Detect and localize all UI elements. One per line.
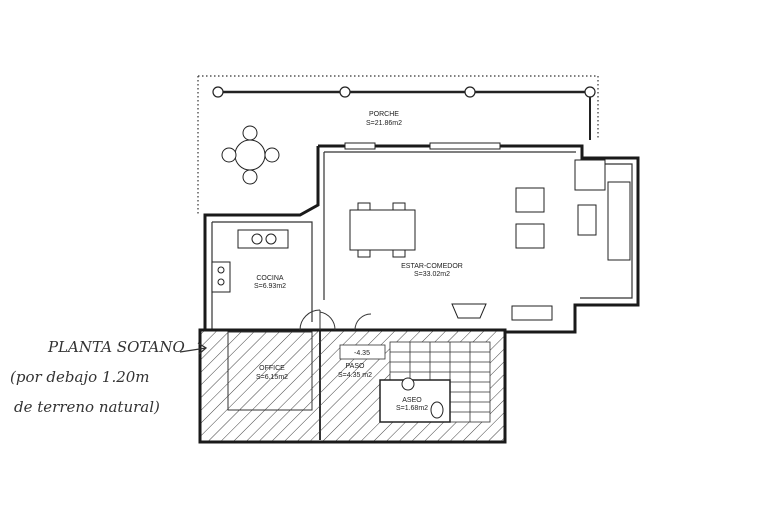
toilet-icon (430, 401, 444, 419)
room-cocina-area: S=6.93m2 (254, 283, 286, 290)
arrow-icon (179, 342, 208, 355)
room-cocina-name: COCINA (256, 275, 284, 282)
room-office-name: OFFICE (259, 365, 285, 372)
porch-table-icon (221, 125, 280, 185)
room-paso-name: PASO (346, 363, 365, 370)
walls (203, 144, 640, 334)
basement-zone (198, 328, 507, 444)
room-porche-name: PORCHE (369, 111, 399, 118)
room-porche-area: S=21.86m2 (366, 120, 402, 127)
annotation-line3: de terreno natural) (14, 398, 160, 416)
kitchen-counter (211, 229, 289, 293)
window-marks (344, 142, 501, 150)
annotation-line1: PLANTA SOTANO (47, 338, 185, 356)
sink-icon (401, 377, 415, 391)
porch-outline (197, 75, 599, 215)
level-mark: -4.35 (354, 350, 370, 357)
room-office-area: S=6.15m2 (256, 374, 288, 381)
sofa-icon (515, 159, 631, 261)
porch-rail (212, 86, 596, 140)
dining-table-icon (349, 202, 416, 258)
fireplace-icon (451, 303, 553, 321)
annotation-line2: (por debajo 1.20m (10, 368, 150, 386)
room-estar-name: ESTAR-COMEDOR (401, 263, 463, 270)
room-paso-area: S=4.35 m2 (338, 372, 372, 379)
room-estar-area: S=33.02m2 (414, 271, 450, 278)
room-aseo-name: ASEO (402, 397, 422, 404)
doors (299, 309, 372, 331)
room-aseo-area: S=1.68m2 (396, 405, 428, 412)
